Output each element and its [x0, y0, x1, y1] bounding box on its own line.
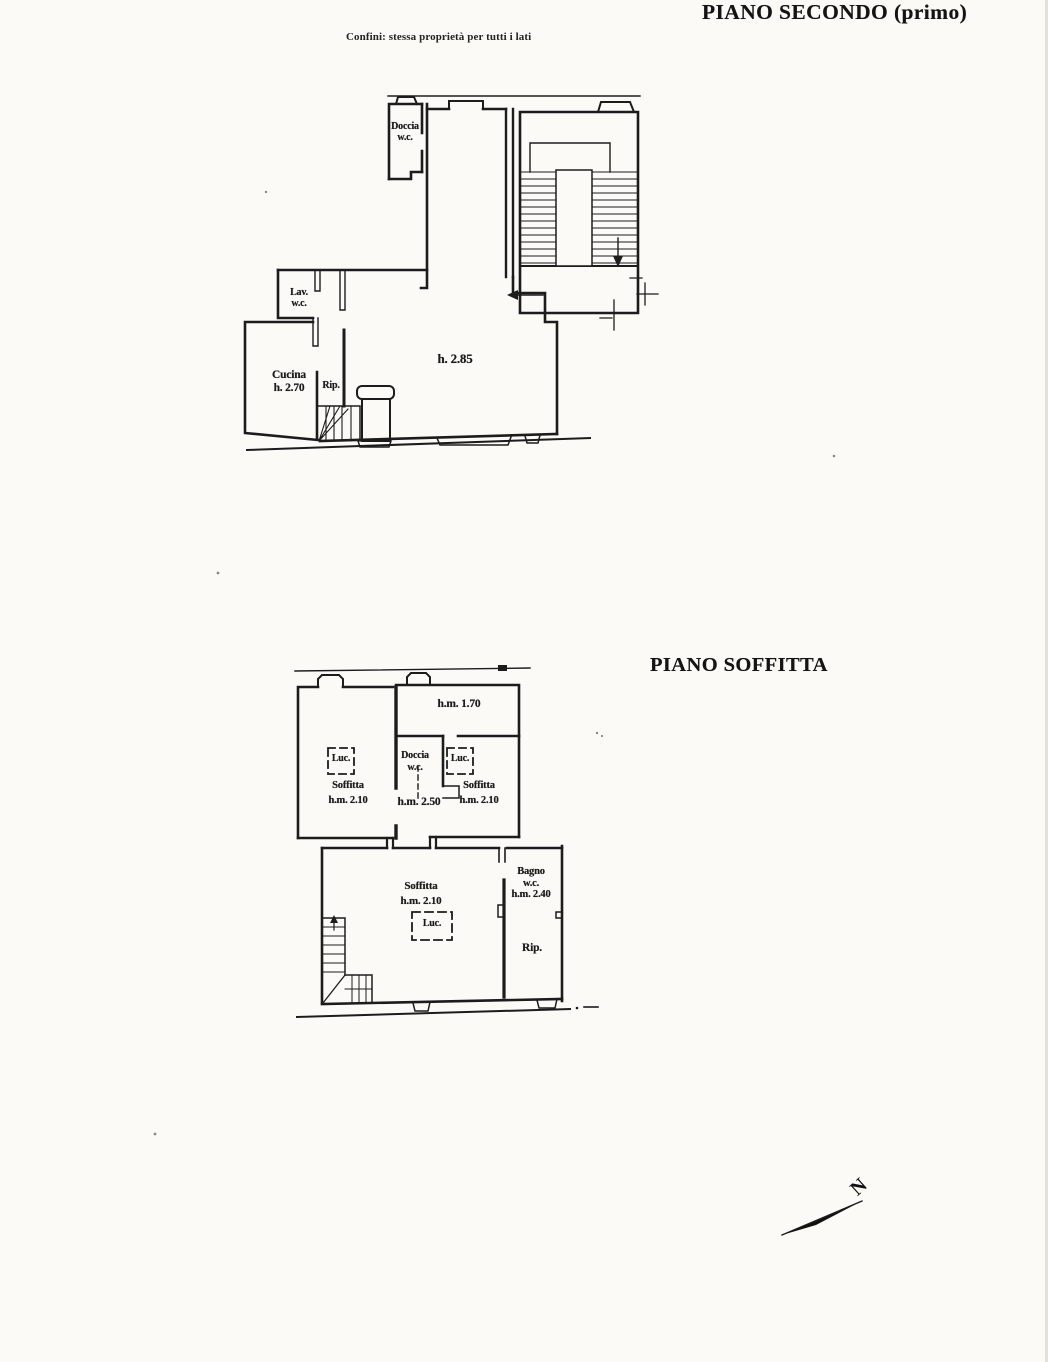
lower-soffitta-right-label: Soffitta h.m. 2.10 — [459, 780, 499, 806]
upper-room-doccia-label: Doccia w.c. — [391, 121, 419, 143]
upper-room-rip-label: Rip. — [322, 380, 340, 391]
lower-luc-right-label: Luc. — [450, 753, 470, 764]
north-arrow-icon — [781, 1200, 863, 1236]
lower-luc-main-label: Luc. — [422, 918, 442, 929]
upper-plan-stairwell — [507, 110, 659, 331]
lower-plan-walls — [294, 665, 599, 1019]
lower-doccia-label: Doccia w.c. — [401, 750, 429, 773]
scan-specks — [153, 190, 836, 1136]
upper-plan-title: PIANO SECONDO (primo) — [702, 0, 968, 24]
lower-luc-left-label: Luc. — [331, 753, 351, 764]
lower-plan-title: PIANO SOFFITTA — [650, 654, 828, 676]
upper-main-room-height-label: h. 2.85 — [437, 351, 473, 366]
upper-room-cucina-label: Cucina h. 2.70 — [272, 369, 306, 394]
lower-soffitta-main-label: Soffitta h.m. 2.10 — [400, 880, 442, 907]
scan-edge-artifact — [1045, 0, 1048, 1362]
lower-rip-label: Rip. — [522, 942, 542, 954]
lower-bagno-label: Bagno w.c. h.m. 2.40 — [511, 866, 551, 900]
lower-attic-low-height-label: h.m. 1.70 — [437, 698, 481, 710]
lower-soffitta-left-label: Soffitta h.m. 2.10 — [328, 780, 368, 806]
lower-doccia-height-label: h.m. 2.50 — [397, 796, 441, 808]
upper-plan-walls — [243, 95, 641, 452]
upper-room-lav-label: Lav. w.c. — [290, 287, 308, 309]
confini-note: Confini: stessa proprietà per tutti i la… — [346, 31, 532, 43]
